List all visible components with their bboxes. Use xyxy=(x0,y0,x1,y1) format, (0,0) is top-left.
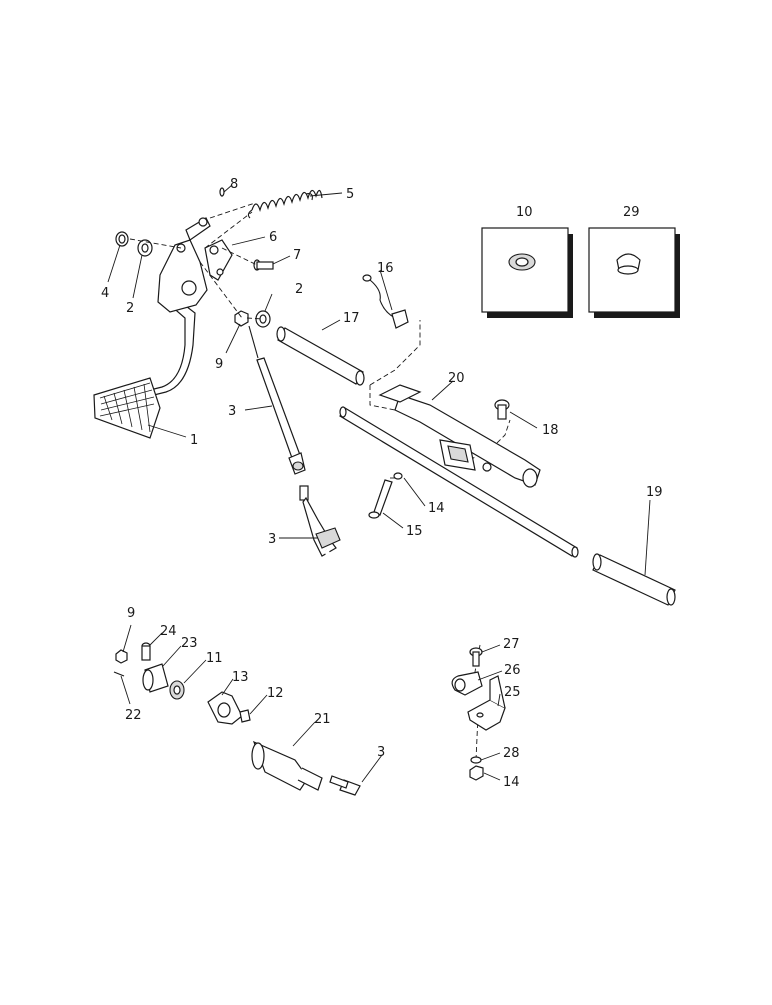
callout-13: 13 xyxy=(232,670,249,685)
washer-2a xyxy=(137,239,153,257)
bolt-18 xyxy=(494,399,510,420)
clevis-23 xyxy=(142,663,169,693)
spring-5 xyxy=(247,189,323,219)
pedal-tread-pattern xyxy=(99,382,155,433)
pin-24 xyxy=(141,642,151,661)
clip-8 xyxy=(219,187,225,197)
callout-9a: 9 xyxy=(215,357,223,372)
pin-22 xyxy=(113,671,125,677)
callout-24: 24 xyxy=(160,624,177,639)
callout-12: 12 xyxy=(267,686,284,701)
callout-11: 11 xyxy=(206,651,223,666)
callout-19: 19 xyxy=(646,485,663,500)
callout-28: 28 xyxy=(503,746,520,761)
nut-9b xyxy=(115,649,128,664)
shaft-17 xyxy=(276,326,365,386)
callout-29: 29 xyxy=(623,205,640,220)
plate-13 xyxy=(207,691,243,725)
bushing-11 xyxy=(169,680,185,700)
pin-7 xyxy=(253,259,274,271)
callout-5: 5 xyxy=(346,187,354,202)
callout-25: 25 xyxy=(504,685,521,700)
callout-8: 8 xyxy=(230,177,238,192)
shaft-19 xyxy=(592,553,676,606)
sensor-16 xyxy=(362,274,409,329)
callout-3c: 3 xyxy=(377,745,385,760)
callout-2b: 2 xyxy=(295,282,303,297)
callout-26: 26 xyxy=(504,663,521,678)
callout-2a: 2 xyxy=(126,301,134,316)
tube-20 xyxy=(339,384,579,558)
callout-21: 21 xyxy=(314,712,331,727)
pedal-bracket xyxy=(157,239,208,313)
callout-27: 27 xyxy=(503,637,520,652)
clamp-26 xyxy=(451,671,483,696)
cable-rod-3 xyxy=(248,325,306,475)
callout-20: 20 xyxy=(448,371,465,386)
callout-9b: 9 xyxy=(127,606,135,621)
bolt-27 xyxy=(469,647,483,667)
callout-1: 1 xyxy=(190,433,198,448)
callout-14b: 14 xyxy=(503,775,520,790)
callout-6: 6 xyxy=(269,230,277,245)
callout-14a: 14 xyxy=(428,501,445,516)
callout-3a: 3 xyxy=(228,404,236,419)
cable-assembly-3 xyxy=(299,485,473,816)
pedal-pad xyxy=(93,377,161,439)
inset-box-10 xyxy=(481,227,573,318)
inset-box-29 xyxy=(588,227,680,318)
nut-9a xyxy=(234,310,249,327)
snap-ring-4 xyxy=(115,231,129,247)
callout-10: 10 xyxy=(516,205,533,220)
callout-7: 7 xyxy=(293,248,301,263)
callout-17: 17 xyxy=(343,311,360,326)
link-6 xyxy=(204,239,233,281)
callout-18: 18 xyxy=(542,423,559,438)
sleeve-21 xyxy=(251,740,323,791)
callout-labels: 8 5 6 7 4 2 2 9 16 17 20 18 3 1 14 15 19… xyxy=(101,177,663,790)
callout-16: 16 xyxy=(377,261,394,276)
bolt-15-14a xyxy=(368,472,403,519)
callout-3b: 3 xyxy=(268,532,276,547)
pedal-assembly xyxy=(93,217,211,439)
leader-lines xyxy=(107,184,651,783)
callout-22: 22 xyxy=(125,708,142,723)
bracket-25 xyxy=(467,675,506,731)
nut-14b xyxy=(469,765,484,781)
bolt-12 xyxy=(239,709,251,723)
callout-4: 4 xyxy=(101,286,109,301)
washer-28 xyxy=(470,756,482,764)
callout-23: 23 xyxy=(181,636,198,651)
callout-15: 15 xyxy=(406,524,423,539)
